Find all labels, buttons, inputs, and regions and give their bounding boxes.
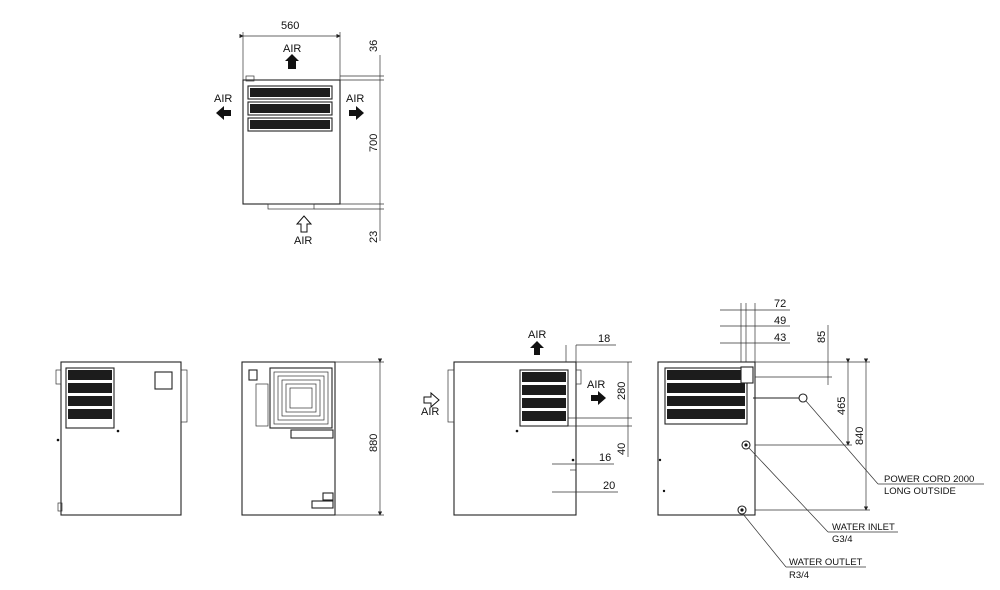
dim-rear-43: 43 — [774, 332, 786, 344]
dim-rear-840: 840 — [854, 427, 866, 445]
side-view-fin — [447, 369, 455, 423]
side-air-up-arrow-icon — [530, 341, 544, 355]
dim-front-height: 880 — [368, 434, 380, 452]
dim-side-low-2: 20 — [603, 480, 615, 492]
side-view: AIR AIR AIR 18 280 40 16 20 — [421, 329, 632, 516]
power-plug-icon — [798, 393, 808, 403]
dim-rear-72: 72 — [774, 298, 786, 310]
top-view-nub — [245, 75, 255, 82]
side-view-grille — [522, 372, 566, 421]
side-air-intake-arrow-icon — [423, 391, 440, 409]
left-view-grille — [68, 370, 112, 419]
air-intake-arrow-icon — [295, 215, 313, 233]
side-air-label-top: AIR — [528, 329, 546, 341]
dim-side-vent-gap: 40 — [616, 443, 628, 455]
left-view-fin — [180, 369, 188, 423]
dim-rear-49: 49 — [774, 315, 786, 327]
dim-top-width: 560 — [281, 20, 299, 32]
front-view-switch — [248, 369, 258, 381]
water-inlet-label-2: G3/4 — [832, 534, 853, 545]
side-air-label-right: AIR — [587, 379, 605, 391]
left-view — [55, 361, 188, 516]
air-label-right: AIR — [346, 93, 364, 105]
top-view-base — [267, 203, 315, 210]
front-view-coil — [273, 371, 329, 425]
top-view-vents — [247, 85, 333, 132]
rear-view-grille — [667, 370, 745, 419]
front-view-vent — [269, 367, 333, 429]
power-cord-entry — [740, 366, 754, 384]
front-view-label-plate — [290, 429, 334, 439]
air-left-arrow-icon — [216, 106, 231, 120]
dim-side-low-1: 16 — [599, 452, 611, 464]
air-label-top: AIR — [283, 43, 301, 55]
left-view-panel — [154, 371, 173, 390]
dim-rear-465: 465 — [836, 397, 848, 415]
front-view-panel — [255, 383, 269, 427]
dim-top-lower: 23 — [368, 231, 380, 243]
air-label-left: AIR — [214, 93, 232, 105]
air-right-arrow-icon — [349, 106, 364, 120]
dim-top-depth: 700 — [368, 134, 380, 152]
top-view-body — [242, 79, 341, 205]
water-inlet-label-1: WATER INLET — [832, 522, 895, 533]
dim-side-vent-height: 280 — [616, 382, 628, 400]
power-cord-label-1: POWER CORD 2000 — [884, 474, 974, 485]
side-air-label-left: AIR — [421, 406, 439, 418]
dim-top-upper: 36 — [368, 40, 380, 52]
water-outlet-label-1: WATER OUTLET — [789, 557, 863, 568]
dim-side-top-offset: 18 — [598, 333, 610, 345]
side-view-handle — [575, 369, 582, 385]
left-view-handle — [55, 369, 62, 385]
dim-rear-85: 85 — [816, 331, 828, 343]
top-view: 560 36 700 23 AIR AIR AIR AIR — [214, 20, 384, 247]
front-view: 880 — [241, 358, 384, 516]
air-up-arrow-icon — [285, 54, 299, 69]
rear-view: 72 49 43 85 465 840 POWER CORD 2000 LONG… — [657, 298, 984, 581]
side-air-right-arrow-icon — [591, 391, 606, 405]
power-cord-label-2: LONG OUTSIDE — [884, 486, 956, 497]
water-outlet-label-2: R3/4 — [789, 570, 809, 581]
air-label-bottom: AIR — [294, 235, 312, 247]
